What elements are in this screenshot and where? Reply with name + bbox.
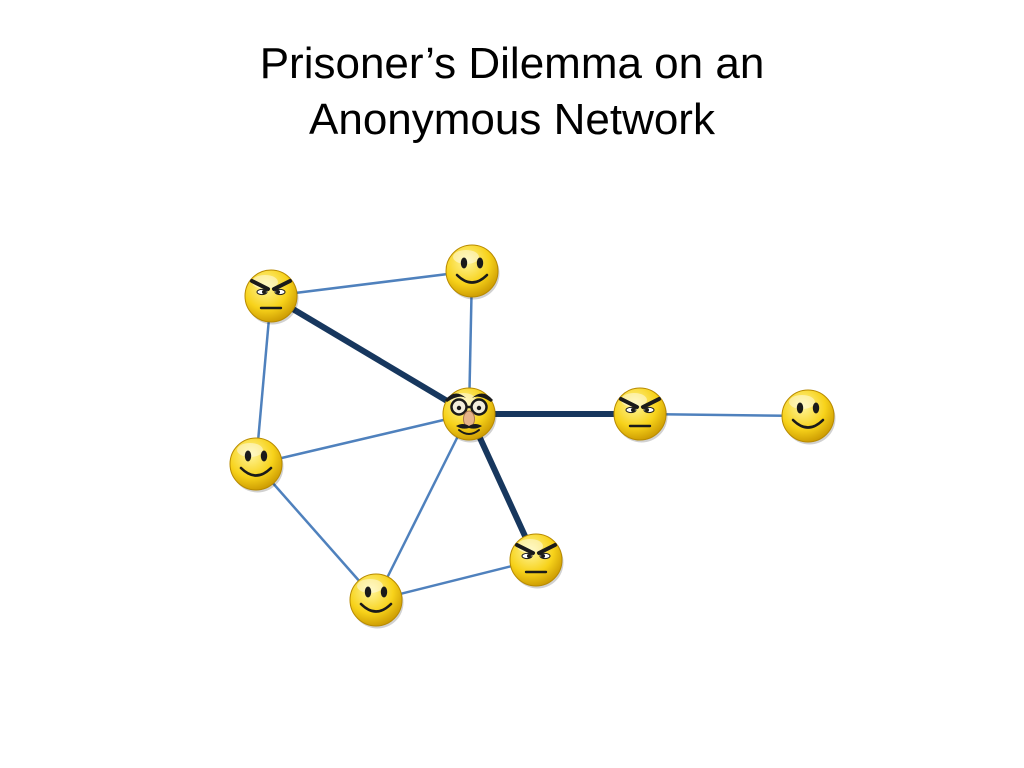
slide-title: Prisoner’s Dilemma on an Anonymous Netwo… [0,36,1024,148]
node-right-angry-face-icon [613,387,668,443]
node-center-disguise-face-icon [442,387,497,443]
node-bottom-right-angry-face-icon [509,533,564,589]
edge-right-to-far-right [639,412,809,418]
node-left-happy-face-icon [229,437,284,493]
edge-left-to-bottom [255,463,377,601]
node-top-happy-face-icon [445,244,500,300]
edge-left-to-center [255,412,470,466]
edge-top-left-to-top [270,269,473,298]
slide-title-line-1: Prisoner’s Dilemma on an [259,39,765,88]
node-top-left-angry-face-icon [244,269,299,325]
edge-top-left-to-left [254,295,273,465]
edge-top-left-to-center [269,293,471,417]
slide-title-line-2: Anonymous Network [309,95,715,144]
nodes-layer [229,244,836,629]
edge-bottom-to-center [374,413,471,601]
edge-bottom-to-bottom-right [375,558,537,602]
node-far-right-happy-face-icon [781,389,836,445]
node-bottom-happy-face-icon [349,573,404,629]
edges-layer [254,269,809,602]
edge-center-to-bottom-right [466,412,539,562]
